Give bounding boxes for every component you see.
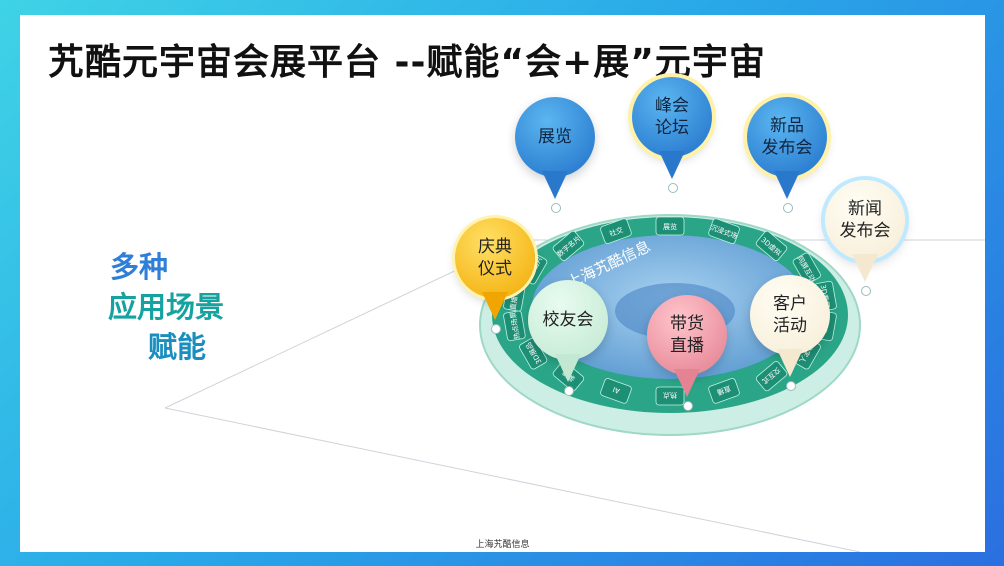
ring-tile-label: 展览 (663, 222, 677, 231)
ring-tile (503, 310, 526, 342)
side-caption-line-3: 赋能 (148, 330, 207, 364)
side-caption-line-2: 应用场景 (108, 290, 225, 324)
ring-tile (552, 230, 585, 261)
pin-press-conference-label: 新闻 发布会 (839, 199, 891, 241)
ring-tiles: 展览沉浸式场3D虚拟同屏互动3D看展会议数字人交互式直播热点AI录播3D展品热点… (503, 216, 837, 406)
pin-summit-forum[interactable]: 峰会 论坛 (632, 77, 712, 193)
side-caption-line-1: 多种 (110, 250, 169, 284)
pin-alumni[interactable]: 校友会 (528, 280, 608, 396)
ring-tile (655, 216, 685, 236)
side-caption: 多种 应用场景 赋能 (108, 247, 258, 367)
footer-watermark: 上海艽酷信息 (475, 539, 530, 549)
pin-product-launch-label: 新品 发布会 (761, 116, 813, 158)
pin-alumni-label: 校友会 (542, 310, 594, 330)
ring-tile (755, 230, 788, 261)
pin-summit-forum-label: 峰会 论坛 (655, 96, 689, 138)
pin-livestream-sales-label: 带货 直播 (670, 314, 704, 356)
pin-press-conference[interactable]: 新闻 发布会 (825, 180, 905, 296)
ring-tile-label: 热点 (663, 391, 677, 400)
pin-livestream-sales[interactable]: 带货 直播 (647, 295, 727, 411)
pin-celebration-label: 庆典 仪式 (478, 237, 512, 279)
slide: 艽酷元宇宙会展平台 --赋能“会+展”元宇宙 多种 应用场景 赋能 展览沉浸式场… (20, 15, 985, 552)
pin-celebration[interactable]: 庆典 仪式 (455, 218, 535, 334)
pin-exhibition[interactable]: 展览 (515, 97, 595, 213)
pin-product-launch[interactable]: 新品 发布会 (747, 97, 827, 213)
pin-exhibition-label: 展览 (538, 127, 572, 147)
ring-tile (708, 378, 740, 404)
ring-tile (792, 252, 821, 285)
pin-customer-event[interactable]: 客户 活动 (750, 275, 830, 391)
page-title: 艽酷元宇宙会展平台 --赋能“会+展”元宇宙 (48, 42, 766, 83)
ring-tile (600, 378, 632, 404)
ring-tile (600, 218, 632, 244)
pin-customer-event-label: 客户 活动 (773, 294, 807, 336)
ring-tile (708, 218, 740, 244)
ring-tile-label: AI (612, 385, 621, 395)
